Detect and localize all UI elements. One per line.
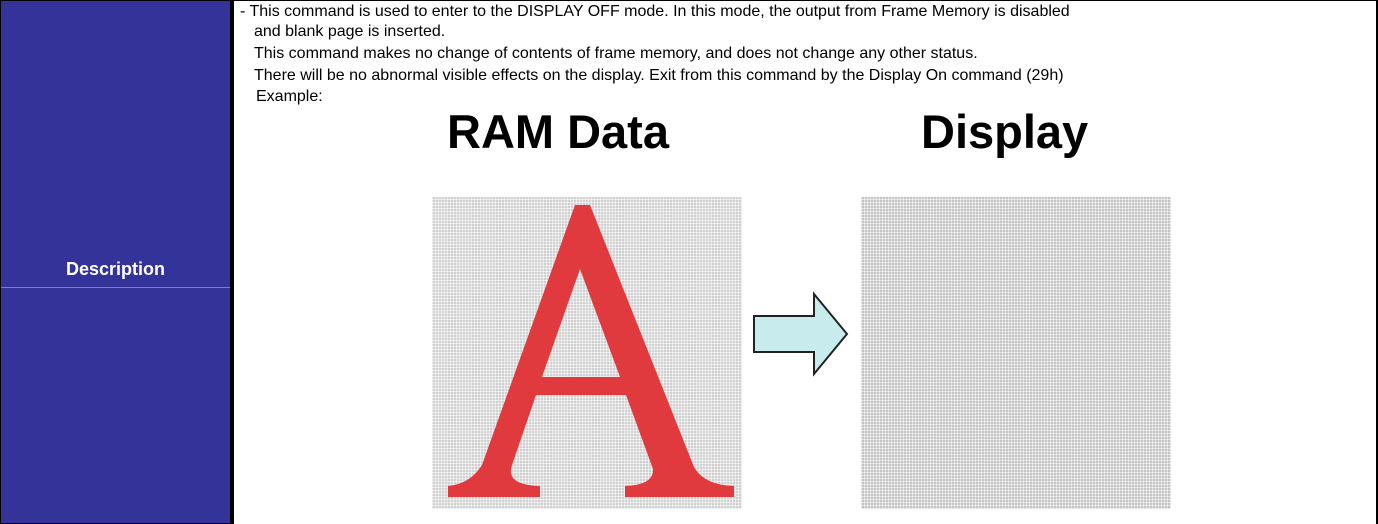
display-caption: Display <box>921 105 1089 158</box>
display-panel-blank <box>861 197 1171 509</box>
letter-a-glyph <box>448 205 734 497</box>
description-cell: - This command is used to enter to the D… <box>234 0 1378 524</box>
arrow-right-icon <box>753 291 849 377</box>
row-label-cell: Description <box>0 0 234 524</box>
row-label-divider <box>1 287 230 288</box>
ram-data-panel <box>432 197 742 509</box>
ram-data-caption: RAM Data <box>447 105 669 158</box>
description-line-2: and blank page is inserted. <box>254 23 446 40</box>
description-line-5: Example: <box>256 88 323 105</box>
description-line-1: - This command is used to enter to the D… <box>240 3 1070 20</box>
description-line-3: This command makes no change of contents… <box>254 45 978 62</box>
description-line-4: There will be no abnormal visible effect… <box>254 67 1064 84</box>
row-label: Description <box>65 259 166 279</box>
